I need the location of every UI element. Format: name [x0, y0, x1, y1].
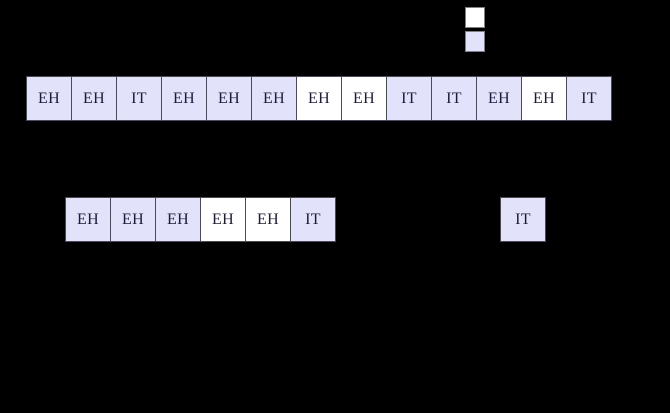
sequence-cell: IT [566, 76, 612, 121]
sequence-cell: EH [296, 76, 342, 121]
sequence-cell: EH [65, 197, 111, 242]
sequence-cell: EH [155, 197, 201, 242]
legend-swatch-white [465, 7, 485, 28]
sequence-cell: IT [116, 76, 162, 121]
sequence-cell: EH [341, 76, 387, 121]
sequence-cell: EH [245, 197, 291, 242]
sequence-cell: EH [200, 197, 246, 242]
sequence-cell: EH [110, 197, 156, 242]
sequence-cell: EH [161, 76, 207, 121]
sequence-cell: EH [71, 76, 117, 121]
bottom-sequence-track-right: IT [500, 197, 546, 242]
sequence-cell: IT [500, 197, 546, 242]
sequence-cell: EH [26, 76, 72, 121]
sequence-cell: EH [206, 76, 252, 121]
sequence-cell: IT [290, 197, 336, 242]
sequence-cell: EH [476, 76, 522, 121]
legend-swatch-lavender [465, 31, 485, 52]
sequence-cell: EH [251, 76, 297, 121]
sequence-cell: IT [386, 76, 432, 121]
sequence-cell: IT [431, 76, 477, 121]
sequence-cell: EH [521, 76, 567, 121]
